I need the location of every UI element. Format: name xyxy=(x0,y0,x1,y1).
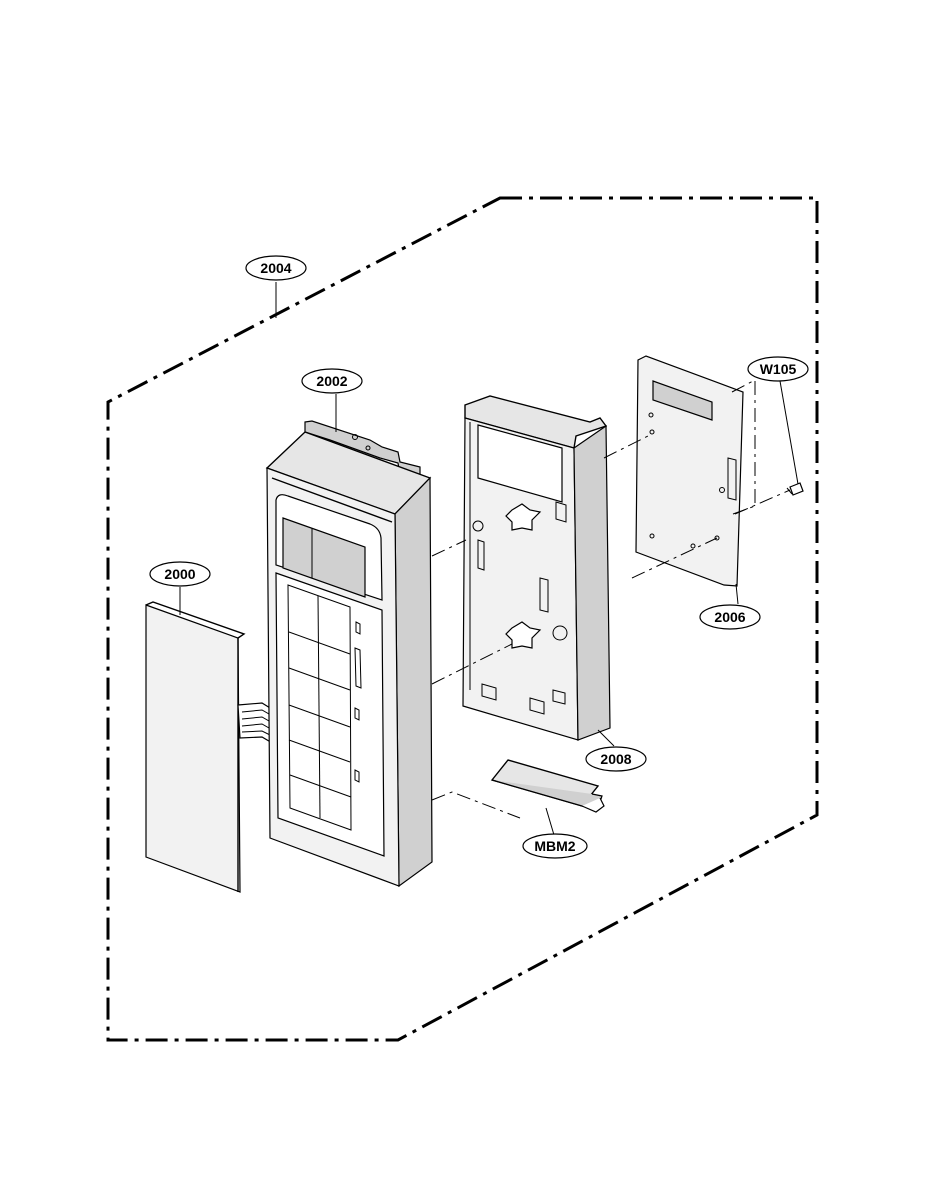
callout-label: W105 xyxy=(760,361,797,377)
callout-label: 2006 xyxy=(714,609,745,625)
callout-w105: W105 xyxy=(747,356,809,382)
part-2008-bracket xyxy=(462,395,611,741)
assembly-boundary-2004 xyxy=(106,196,819,1042)
part-mbm2-clip xyxy=(490,759,605,813)
callout-label: 2000 xyxy=(164,566,195,582)
part-w105-screw xyxy=(786,482,804,496)
callout-2002: 2002 xyxy=(301,368,363,394)
callout-label: MBM2 xyxy=(534,838,575,854)
callout-label: 2008 xyxy=(600,751,631,767)
part-2002-control-panel xyxy=(265,420,433,888)
callout-2006: 2006 xyxy=(699,604,761,630)
callout-label: 2004 xyxy=(260,260,291,276)
callout-2008: 2008 xyxy=(585,746,647,772)
callout-2004: 2004 xyxy=(245,255,307,281)
callout-2000: 2000 xyxy=(149,561,211,587)
part-2006-pcb xyxy=(635,355,744,587)
callout-mbm2: MBM2 xyxy=(522,833,588,859)
callout-label: 2002 xyxy=(316,373,347,389)
assembly-lines xyxy=(431,379,791,819)
leader-lines xyxy=(179,282,799,836)
